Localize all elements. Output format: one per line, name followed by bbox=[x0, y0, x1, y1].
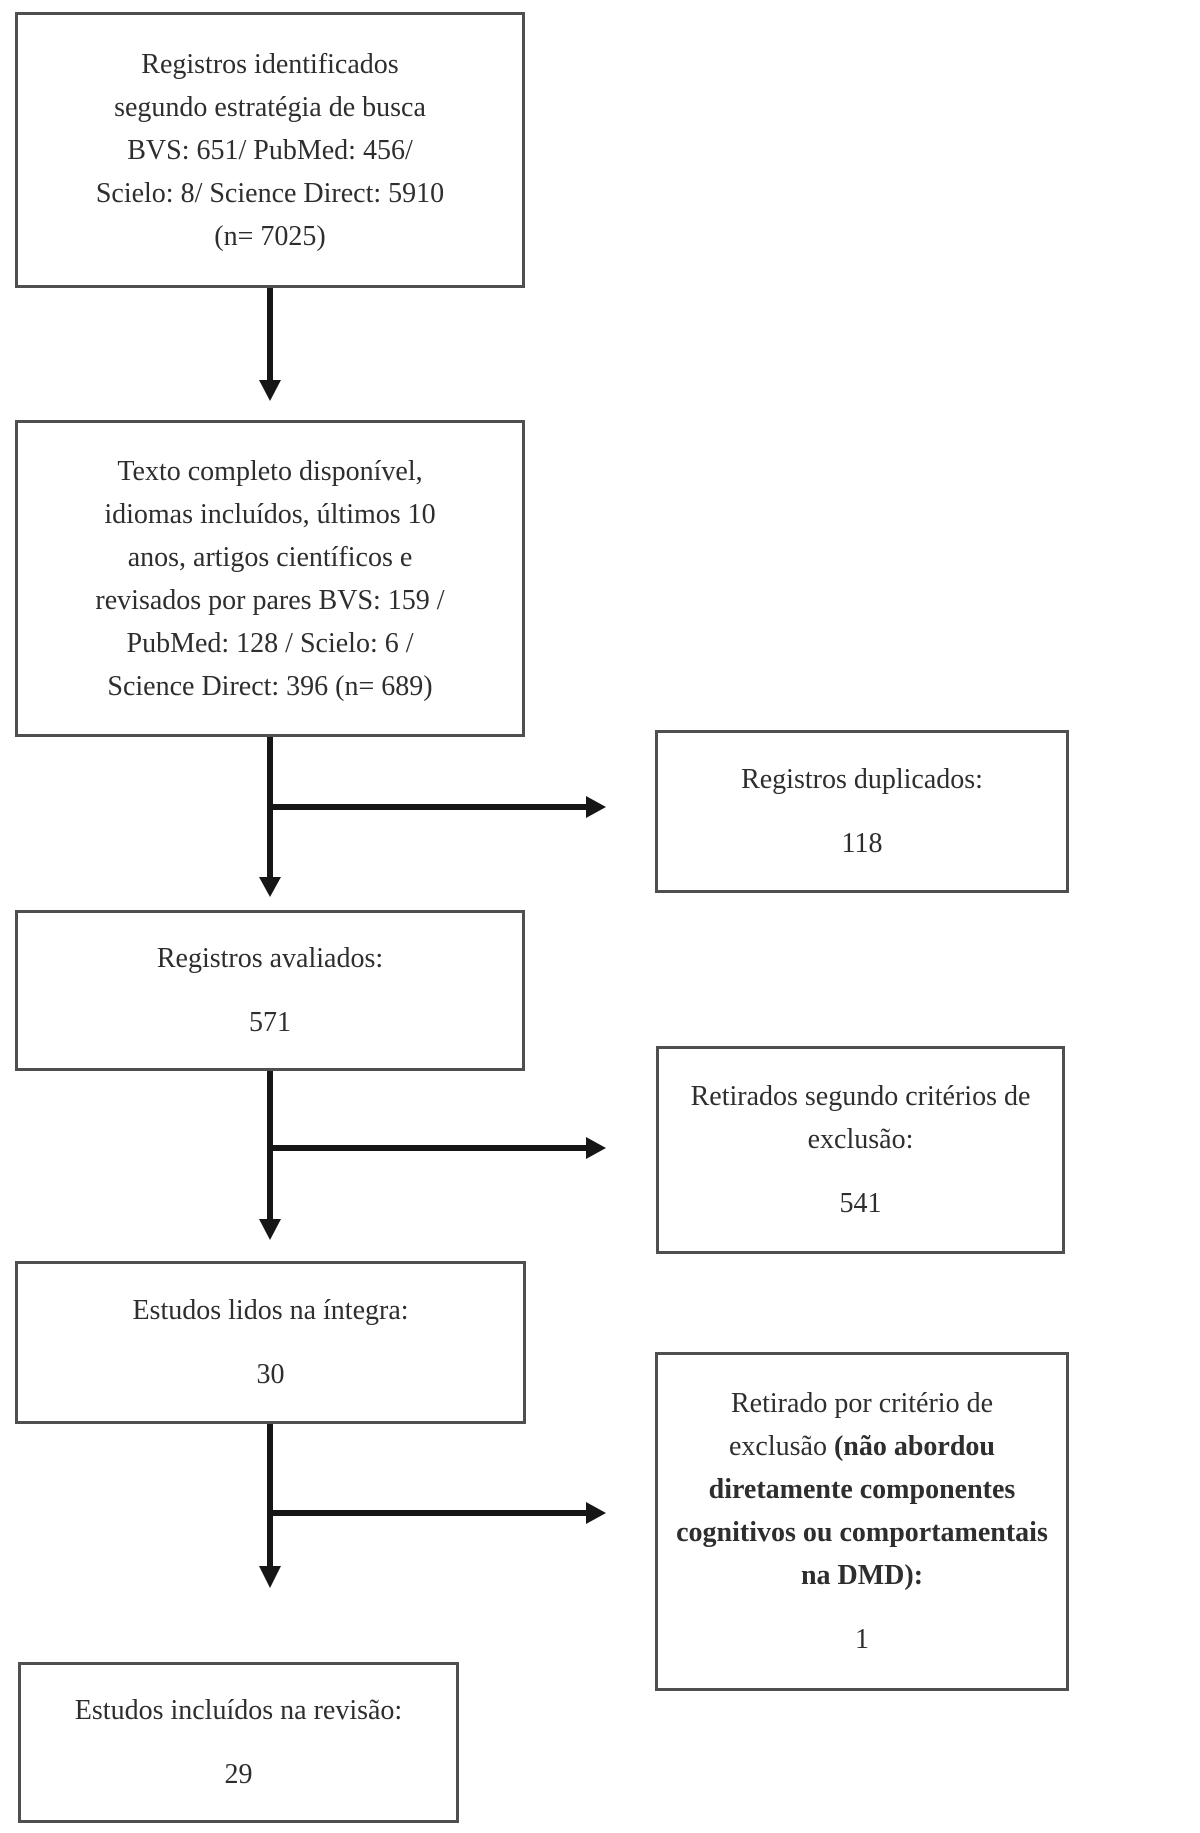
box-estudos-incluidos-revisao-label: Estudos incluídos na revisão: bbox=[74, 1695, 403, 1726]
box-retirados-criterios-exclusao: Retirados segundo critérios de exclusão:… bbox=[656, 1046, 1065, 1254]
box-registros-avaliados: Registros avaliados: 571 bbox=[15, 910, 525, 1071]
box-texto-completo-disponivel-text: Texto completo disponível, idiomas inclu… bbox=[95, 455, 445, 702]
box-retirado-criterio-exclusao-dmd-label: Retirado por critério de exclusão (não a… bbox=[676, 1382, 1048, 1597]
box-retirado-criterio-exclusao-dmd-count: 1 bbox=[855, 1624, 869, 1655]
box-retirados-criterios-exclusao-count: 541 bbox=[839, 1188, 882, 1219]
label-bold-part: (não abordou diretamente componentes cog… bbox=[676, 1431, 1048, 1591]
box-registros-duplicados-label: Registros duplicados: bbox=[741, 764, 983, 795]
box-estudos-lidos-integra: Estudos lidos na íntegra: 30 bbox=[15, 1261, 526, 1424]
arrow-right-icon bbox=[270, 1502, 606, 1524]
box-registros-avaliados-label: Registros avaliados: bbox=[156, 943, 384, 974]
box-registros-identificados: Registros identificados segundo estratég… bbox=[15, 12, 525, 288]
box-retirados-criterios-exclusao-label: Retirados segundo critérios de exclusão: bbox=[690, 1081, 1031, 1155]
box-estudos-incluidos-revisao-count: 29 bbox=[224, 1759, 253, 1790]
label-normal-part: Retirado por critério de exclusão bbox=[728, 1388, 993, 1462]
box-registros-identificados-text: Registros identificados segundo estratég… bbox=[95, 48, 445, 252]
arrow-down-icon bbox=[259, 1424, 281, 1588]
box-retirado-criterio-exclusao-dmd: Retirado por critério de exclusão (não a… bbox=[655, 1352, 1069, 1691]
arrow-right-icon bbox=[270, 796, 606, 818]
box-registros-duplicados: Registros duplicados: 118 bbox=[655, 730, 1069, 893]
arrow-down-icon bbox=[259, 737, 281, 897]
box-estudos-lidos-integra-count: 30 bbox=[256, 1359, 285, 1390]
arrow-down-icon bbox=[259, 288, 281, 401]
box-registros-duplicados-count: 118 bbox=[841, 828, 883, 859]
box-texto-completo-disponivel: Texto completo disponível, idiomas inclu… bbox=[15, 420, 525, 737]
box-estudos-lidos-integra-label: Estudos lidos na íntegra: bbox=[132, 1295, 409, 1326]
box-registros-avaliados-count: 571 bbox=[249, 1007, 291, 1038]
arrow-down-icon bbox=[259, 1071, 281, 1240]
box-estudos-incluidos-revisao: Estudos incluídos na revisão: 29 bbox=[18, 1662, 459, 1823]
arrow-right-icon bbox=[270, 1137, 606, 1159]
